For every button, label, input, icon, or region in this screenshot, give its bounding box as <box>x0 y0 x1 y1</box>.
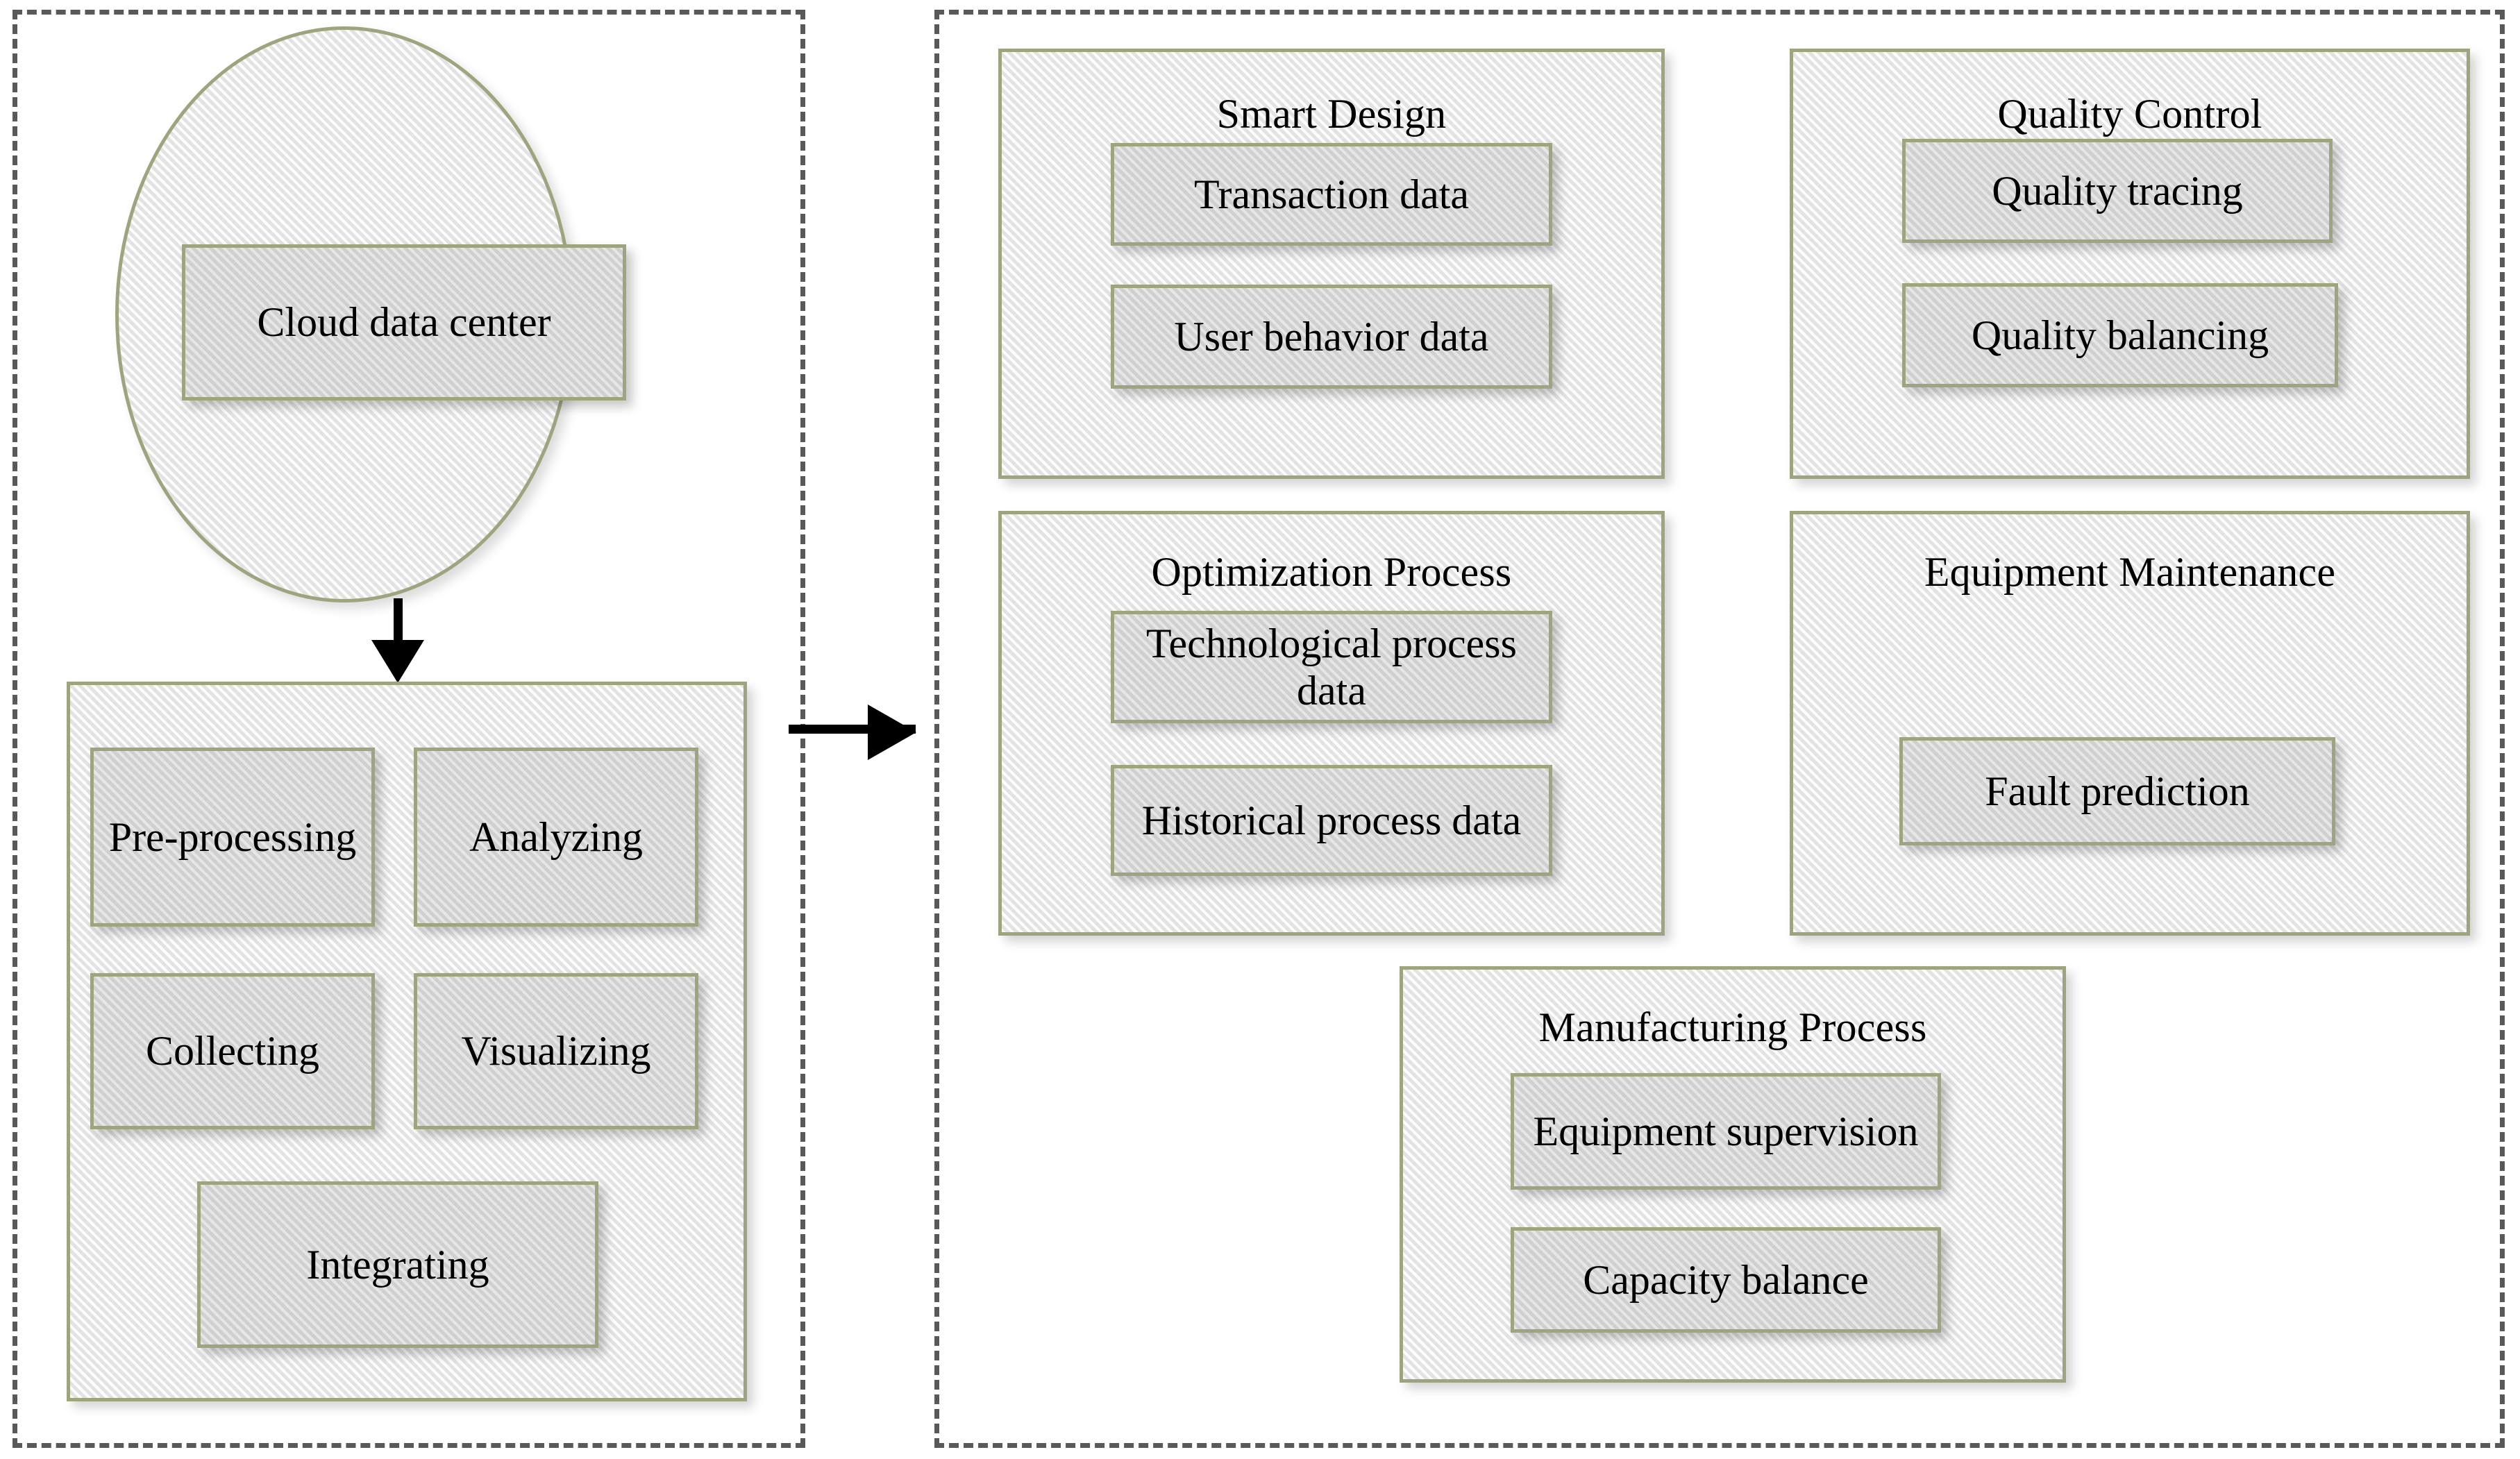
item-label: Technological process data <box>1146 620 1517 714</box>
data-item-pre-processing[interactable]: Pre-processing <box>90 748 375 927</box>
group-title-quality-control: Quality Control <box>1997 91 2262 137</box>
item-label: Equipment supervision <box>1533 1108 1919 1154</box>
item-label: Historical process data <box>1141 797 1522 843</box>
data-item-label: Analyzing <box>469 813 643 860</box>
item-label: Transaction data <box>1193 171 1470 217</box>
group-title-optimization-process: Optimization Process <box>1151 549 1512 595</box>
group-equipment-maintenance: Equipment Maintenance <box>1790 511 2470 936</box>
item-capacity-balance[interactable]: Capacity balance <box>1511 1227 1941 1333</box>
group-smart-design: Smart Design <box>998 49 1665 479</box>
arrow-right-head-icon <box>868 705 916 760</box>
group-title-smart-design: Smart Design <box>1216 91 1447 137</box>
item-label: User behavior data <box>1174 313 1489 360</box>
item-label: Quality balancing <box>1971 312 2269 358</box>
item-label: Capacity balance <box>1583 1256 1869 1303</box>
data-item-label: Integrating <box>306 1241 489 1288</box>
cloud-data-center-box[interactable]: Cloud data center <box>182 244 626 400</box>
item-label: Quality tracing <box>1992 167 2243 214</box>
data-item-visualizing[interactable]: Visualizing <box>414 973 698 1129</box>
data-item-analyzing[interactable]: Analyzing <box>414 748 698 927</box>
cloud-data-center-label: Cloud data center <box>257 299 551 346</box>
group-quality-control: Quality Control <box>1790 49 2470 479</box>
item-fault-prediction[interactable]: Fault prediction <box>1899 737 2335 845</box>
panel-applications <box>934 10 2505 1448</box>
data-item-label: Pre-processing <box>108 813 357 860</box>
item-equipment-supervision[interactable]: Equipment supervision <box>1511 1073 1941 1190</box>
group-title-equipment-maintenance: Equipment Maintenance <box>1924 549 2336 595</box>
data-item-integrating[interactable]: Integrating <box>197 1181 598 1348</box>
cloud-data-center-circle <box>115 26 573 602</box>
data-item-collecting[interactable]: Collecting <box>90 973 375 1129</box>
data-item-label: Visualizing <box>461 1028 651 1074</box>
item-quality-balancing[interactable]: Quality balancing <box>1902 283 2338 387</box>
arrow-down-head-icon <box>371 640 424 683</box>
item-historical-process-data[interactable]: Historical process data <box>1111 765 1552 876</box>
data-item-label: Collecting <box>146 1028 319 1074</box>
group-title-manufacturing-process: Manufacturing Process <box>1538 1004 1927 1050</box>
item-technological-process-data[interactable]: Technological process data <box>1111 611 1552 723</box>
item-user-behavior-data[interactable]: User behavior data <box>1111 285 1552 389</box>
item-label: Fault prediction <box>1985 768 2250 814</box>
item-transaction-data[interactable]: Transaction data <box>1111 143 1552 246</box>
item-quality-tracing[interactable]: Quality tracing <box>1902 139 2333 243</box>
